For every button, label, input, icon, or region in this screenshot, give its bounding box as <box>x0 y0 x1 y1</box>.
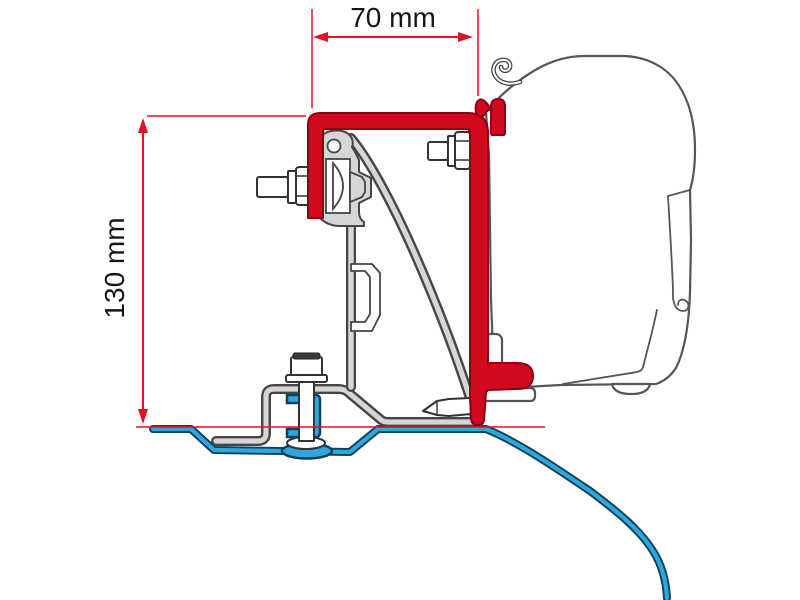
profile-rail-channel <box>326 138 342 154</box>
arrow-up-icon <box>138 118 148 133</box>
dimension-height: 130 mm <box>99 115 545 428</box>
stud-bolt-right <box>427 131 471 170</box>
profile-tab <box>349 171 366 203</box>
awning-panel-seam-top <box>667 189 691 197</box>
arrow-down-icon <box>138 409 148 424</box>
awning-lower-seam <box>562 309 658 385</box>
bolt-flange <box>285 374 328 383</box>
mounting-profile <box>317 129 372 227</box>
bolt-shaft <box>298 378 315 442</box>
bolt-cap <box>292 352 321 360</box>
dimension-height-label: 130 mm <box>99 217 130 318</box>
roof-clamp-bolt <box>280 352 334 460</box>
adapter-bracket <box>307 98 534 426</box>
roof-line <box>150 426 670 600</box>
dimension-width-label: 70 mm <box>350 2 436 33</box>
awning-rail-hook <box>490 98 506 136</box>
roof-line-outline <box>149 425 671 600</box>
awning-rail-hook-lip <box>474 98 493 118</box>
awning-foot-right <box>610 382 652 396</box>
stud-bolt-left <box>256 166 311 206</box>
profile-bar <box>346 215 381 392</box>
awning-case-body <box>484 54 697 390</box>
dimension-width: 70 mm <box>311 2 479 108</box>
profile-cam <box>332 160 344 212</box>
profile-bar-bump <box>350 263 381 332</box>
awning-case <box>472 54 697 403</box>
gutter-hook-icon <box>491 57 523 86</box>
van-roof-profile <box>149 425 671 600</box>
arrow-left-icon <box>313 32 328 42</box>
pointed-pin-icon <box>422 397 472 417</box>
arrow-right-icon <box>458 32 473 42</box>
support-strut <box>346 133 481 426</box>
awning-panel-seam-left <box>667 195 690 312</box>
